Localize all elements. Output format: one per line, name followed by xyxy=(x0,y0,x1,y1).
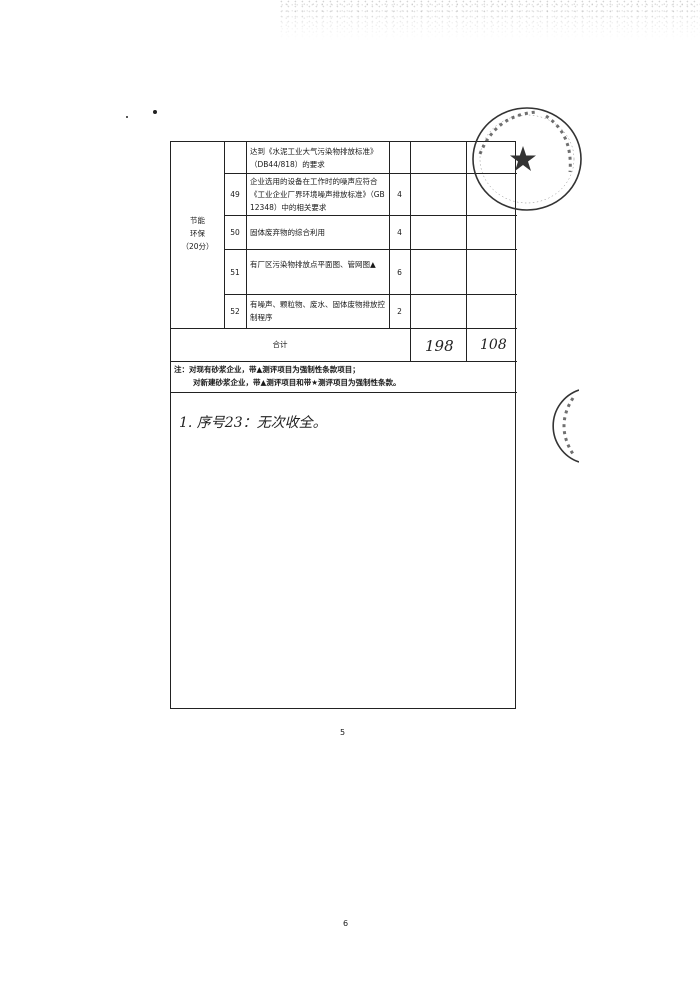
row-text: 固体废弃物的综合利用 xyxy=(250,228,325,237)
row-number: 50 xyxy=(230,228,240,237)
handwritten-remark: 1. 序号23：无次收全。 xyxy=(179,415,327,431)
row-score: 2 xyxy=(397,307,402,316)
inner-page-number: 5 xyxy=(340,728,346,737)
row-line xyxy=(224,215,517,216)
row-number: 51 xyxy=(230,268,240,277)
note-line-2: 对新建砂浆企业，带▲测评项目和带★测评项目为强制性条款。 xyxy=(193,378,401,387)
category-line: 节能 xyxy=(190,216,205,225)
row-line xyxy=(171,392,517,393)
row-text: 有噪声、颗粒物、废水、固体废物排放控制程序 xyxy=(250,300,385,322)
col-line xyxy=(466,142,467,361)
category-line: 环保 xyxy=(190,229,205,238)
row-score: 4 xyxy=(397,190,402,199)
row-score: 4 xyxy=(397,228,402,237)
row-text: 有厂区污染物排放点平面图、管网图▲ xyxy=(250,260,376,269)
speck xyxy=(153,110,157,114)
row-number: 49 xyxy=(230,190,240,199)
row-text: 企业选用的设备在工作时的噪声应符合《工业企业厂界环境噪声排放标准》（GB 123… xyxy=(250,177,385,212)
company-seal-icon xyxy=(472,107,582,211)
col-line xyxy=(246,142,247,328)
total-label: 合计 xyxy=(272,340,288,349)
row-score: 6 xyxy=(397,268,402,277)
category-label: 节能 环保 （20分） xyxy=(171,214,224,253)
speck xyxy=(126,116,128,118)
scan-noise xyxy=(280,0,700,40)
col-line xyxy=(224,142,225,328)
form-sheet: 节能 环保 （20分） 达到《水泥工业大气污染物排放标准》（DB44/818）的… xyxy=(170,141,517,709)
category-line: （20分） xyxy=(181,242,214,251)
row-line xyxy=(171,328,517,329)
col-line xyxy=(389,142,390,328)
row-text: 达到《水泥工业大气污染物排放标准》（DB44/818）的要求 xyxy=(250,147,378,169)
total-value-1: 198 xyxy=(425,337,454,355)
partial-seal-icon xyxy=(552,389,579,463)
page-number: 6 xyxy=(343,919,349,928)
row-line xyxy=(171,361,517,362)
total-value-2: 108 xyxy=(480,337,507,353)
row-line xyxy=(224,294,517,295)
col-line xyxy=(410,142,411,361)
row-line xyxy=(224,173,517,174)
row-number: 52 xyxy=(230,307,240,316)
row-line xyxy=(224,249,517,250)
note-line-1: 注：对现有砂浆企业，带▲测评项目为强制性条款项目； xyxy=(174,365,360,374)
